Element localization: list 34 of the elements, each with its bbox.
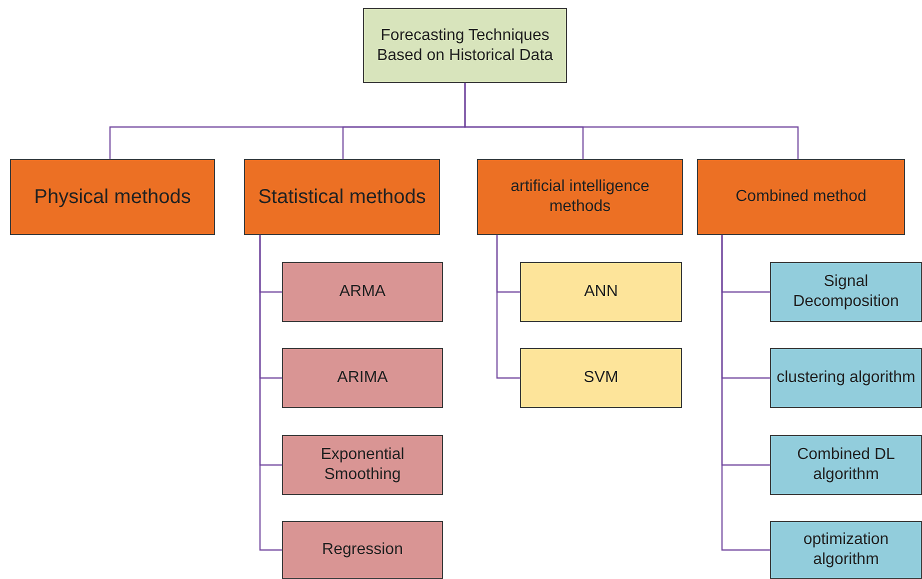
process-box — [477, 159, 683, 235]
process-box — [697, 159, 905, 235]
box-label: ANN — [584, 282, 618, 302]
box-label: optimization algorithm — [802, 530, 890, 570]
box-label: clustering algorithm — [776, 368, 916, 388]
connector-line — [464, 83, 799, 159]
box-label: ARMA — [339, 282, 386, 302]
box-label: artificial intelligence methods — [510, 177, 650, 217]
process-box — [244, 159, 440, 235]
box-label: Physical methods — [34, 184, 191, 210]
process-box — [770, 348, 922, 408]
process-box — [282, 521, 443, 579]
box-label: Regression — [322, 540, 403, 560]
box-label: Statistical methods — [258, 184, 426, 210]
connector-line — [259, 235, 282, 551]
box-label: Forecasting Techniques Based on Historical Data — [376, 26, 554, 66]
connector-line — [496, 235, 520, 379]
process-box — [520, 348, 682, 408]
connector-line — [721, 235, 770, 551]
box-label: Combined DL algorithm — [796, 445, 896, 485]
process-box — [770, 262, 922, 322]
process-box — [282, 435, 443, 495]
box-label: ARIMA — [337, 368, 388, 388]
process-box — [770, 435, 922, 495]
process-box — [520, 262, 682, 322]
box-label: Exponential Smoothing — [320, 445, 406, 485]
process-box — [282, 262, 443, 322]
process-box — [770, 521, 922, 579]
box-label: Combined method — [736, 187, 866, 207]
box-label: SVM — [584, 368, 618, 388]
process-box — [363, 8, 567, 83]
box-label: Signal Decomposition — [792, 272, 900, 312]
process-box — [282, 348, 443, 408]
process-box — [10, 159, 215, 235]
